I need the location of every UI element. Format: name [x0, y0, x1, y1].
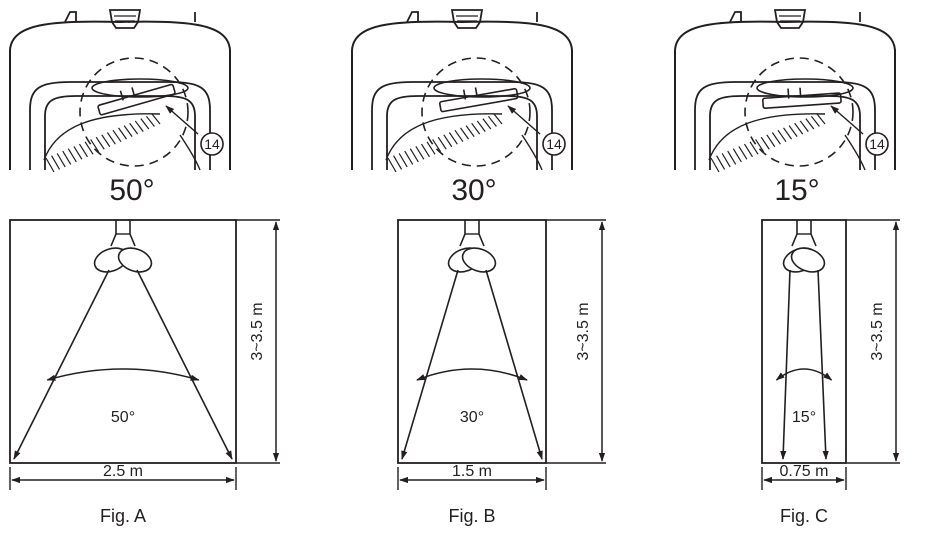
part-number-badge [865, 132, 889, 156]
sensor-lens-right [461, 247, 497, 273]
height-label: 3~3.5 m [869, 302, 886, 360]
lens-bar [97, 83, 176, 116]
sensor-lens-right [117, 247, 153, 273]
beam-angle-label: 30° [460, 409, 484, 426]
sensor-housing [674, 9, 896, 171]
adjustable-lens [761, 87, 842, 110]
beam-left [401, 269, 459, 460]
mount-plate [756, 78, 854, 98]
beam-left [780, 269, 791, 460]
room-outline [761, 219, 847, 464]
beam-angle-label: 50° [111, 409, 135, 426]
width-label: 2.5 m [103, 463, 143, 480]
angle-title: 50° [109, 174, 154, 207]
lens-stem [119, 90, 124, 101]
fresnel-lens-hatching [385, 113, 503, 173]
part-number-label: 14 [546, 136, 562, 152]
lens-stem [462, 89, 467, 100]
sensor-mount [791, 220, 817, 247]
beam-angle-arc [416, 368, 528, 381]
beam-left [13, 269, 110, 460]
width-label: 1.5 m [452, 463, 492, 480]
sensor-head-illustration: 14 [674, 9, 896, 173]
leader-line [830, 105, 864, 135]
sensor-lens-right [790, 247, 826, 273]
figure-caption: Fig. A [100, 506, 146, 526]
highlight-circle [79, 57, 189, 167]
figure-caption: Fig. C [780, 506, 828, 526]
mount-plate [91, 78, 189, 98]
lens-bar [438, 87, 519, 113]
beam-angle-arc [775, 368, 833, 381]
figure-c: 14 15° 15° 3~3.5 m 0.75 m Fig. C [674, 9, 900, 526]
sensor-housing [9, 9, 231, 171]
sensor-mount [459, 220, 485, 247]
height-label: 3~3.5 m [249, 302, 266, 360]
cable-line [179, 134, 201, 171]
cable-line [521, 134, 543, 171]
leader-line [165, 105, 199, 135]
beam-right [485, 269, 543, 460]
highlight-circle [421, 57, 531, 167]
figure-a: 14 50° 50° 3~3.5 m 2.5 m Fig. A [9, 9, 280, 526]
highlight-circle [744, 57, 854, 167]
figure-caption: Fig. B [448, 506, 495, 526]
cable-line [844, 134, 866, 171]
height-label: 3~3.5 m [575, 302, 592, 360]
room-outline [9, 219, 237, 464]
sensor-head-illustration: 14 [351, 9, 573, 173]
beam-right [817, 269, 829, 460]
adjustable-lens [438, 87, 519, 113]
room-outline [397, 219, 547, 464]
beam-right [136, 269, 233, 460]
angle-title: 30° [451, 174, 496, 207]
lens-stem [474, 87, 479, 98]
leader-line [507, 105, 541, 135]
adjustable-lens [97, 83, 176, 116]
sensor-head-illustration: 14 [9, 9, 231, 173]
part-number-label: 14 [204, 136, 220, 152]
sensor-housing [351, 9, 573, 171]
lens-stem [131, 87, 136, 98]
sensor-mount [110, 220, 136, 247]
beam-angle-arc [46, 368, 200, 381]
fresnel-lens-hatching [708, 113, 826, 173]
angle-title: 15° [774, 174, 819, 207]
lens-stem [787, 88, 790, 99]
width-label: 0.75 m [780, 463, 829, 480]
figure-b: 14 30° 30° 3~3.5 m 1.5 m Fig. B [351, 9, 606, 526]
fresnel-lens-hatching [43, 113, 161, 173]
lens-bar [761, 92, 842, 110]
mount-plate [433, 78, 531, 98]
part-number-badge [542, 132, 566, 156]
part-number-label: 14 [869, 136, 885, 152]
part-number-badge [200, 132, 224, 156]
beam-angle-label: 15° [792, 409, 816, 426]
lens-stem [799, 87, 802, 98]
